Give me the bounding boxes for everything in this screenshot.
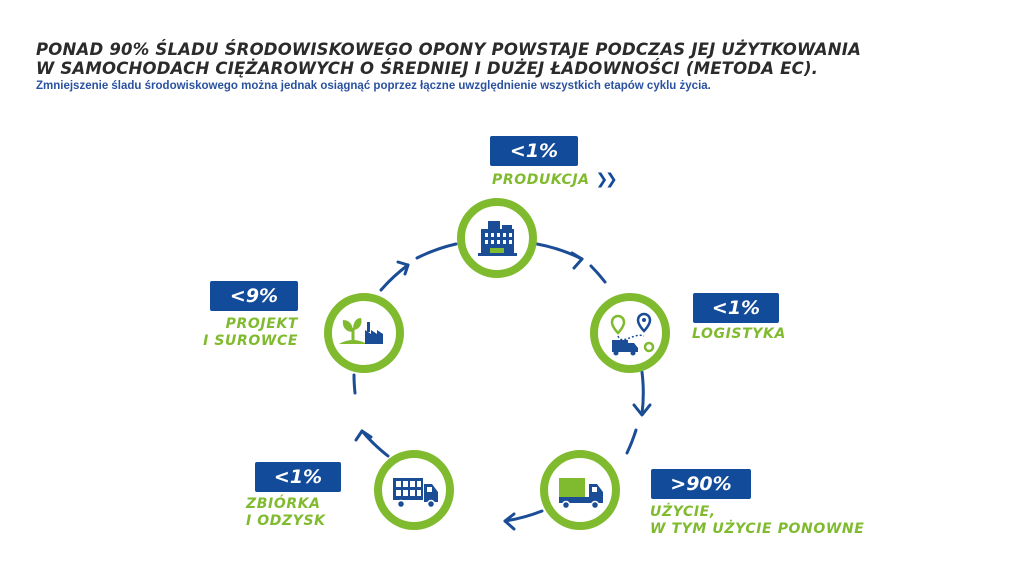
label-uzycie-line-2: W TYM UŻYCIE PONOWNE [650, 521, 865, 537]
badge-projekt: <9% [210, 281, 298, 311]
logistics-route-truck-icon [610, 312, 655, 356]
label-produkcja: PRODUKCJA ❯❯ [492, 170, 618, 189]
factory-building-icon [478, 221, 517, 256]
flow-arrow-projekt-produkcja-2 [415, 242, 458, 260]
flow-arrow-logistyka-uzycie [589, 264, 607, 284]
flow-arrow-logistyka-uzycie-2 [640, 370, 645, 416]
arrowhead-2 [632, 403, 652, 417]
label-uzycie: UŻYCIE, W TYM UŻYCIE PONOWNE [650, 504, 864, 538]
label-projekt: PROJEKT I SUROWCE [184, 316, 298, 350]
box-truck-icon [393, 478, 438, 509]
page-title: PONAD 90% ŚLADU ŚRODOWISKOWEGO OPONY POW… [36, 40, 1006, 78]
label-zbiorka-line-2: I ODZYSK [246, 513, 326, 529]
truck-icon [559, 478, 603, 510]
arrowhead-5 [396, 260, 410, 276]
flow-arrow-produkcja-logistyka [535, 242, 584, 261]
flow-arrow-zbiorka-projekt-2 [352, 373, 357, 395]
label-zbiorka: ZBIÓRKA I ODZYSK [246, 496, 326, 530]
stage-circle-logistyka [590, 293, 670, 373]
subtitle: Zmniejszenie śladu środowiskowego można … [36, 80, 711, 92]
label-zbiorka-line-1: ZBIÓRKA [246, 496, 321, 512]
badge-produkcja: <1% [490, 136, 578, 166]
label-logistyka: LOGISTYKA [692, 326, 786, 343]
badge-uzycie: >90% [651, 469, 751, 499]
title-line-2: W SAMOCHODACH CIĘŻAROWYCH O ŚREDNIEJ I D… [36, 59, 819, 78]
label-projekt-line-1: PROJEKT [225, 316, 298, 332]
chevron-right-icon: ❯❯ [595, 170, 618, 188]
label-produkcja-text: PRODUKCJA [492, 172, 590, 188]
label-logistyka-line-1: LOGISTYKA [692, 326, 786, 342]
label-uzycie-line-1: UŻYCIE, [650, 504, 716, 520]
plant-factory-icon [339, 318, 383, 344]
title-line-1: PONAD 90% ŚLADU ŚRODOWISKOWEGO OPONY POW… [36, 40, 862, 59]
badge-zbiorka: <1% [255, 462, 341, 492]
arrowhead-4 [354, 429, 373, 442]
flow-arrow-projekt-produkcja [379, 263, 410, 292]
flow-arrow-uzycie-zbiorka [625, 428, 638, 455]
label-projekt-line-2: I SUROWCE [203, 333, 298, 349]
badge-logistyka: <1% [693, 293, 779, 323]
arrowhead-1 [570, 251, 584, 270]
arrowhead-3 [503, 512, 516, 531]
stage-circle-projekt [324, 293, 404, 373]
